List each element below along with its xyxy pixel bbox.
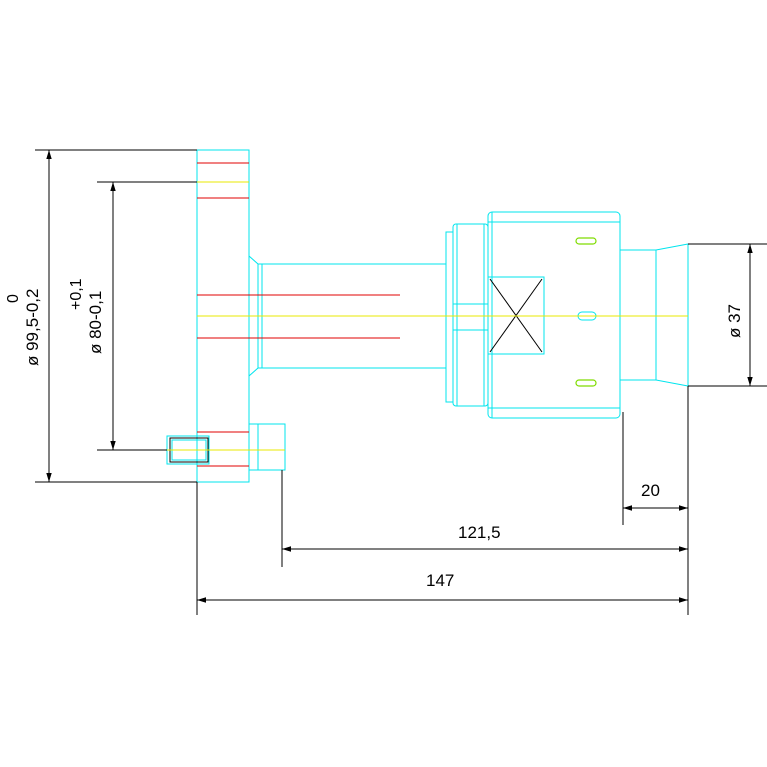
collar-ring [452, 223, 489, 407]
hidden-lines [197, 162, 400, 467]
main-body [487, 211, 621, 419]
collar [445, 231, 454, 403]
dim-d-head: ø 37 [725, 304, 744, 338]
dim-d-outer: ø 99,5-0,2 [23, 289, 42, 367]
dim-d-pitch: ø 80-0,1 [86, 291, 105, 354]
dimension-lines [35, 149, 767, 615]
slot-bottom [575, 379, 597, 387]
dim-len-head: 20 [641, 481, 660, 500]
collar-edge [456, 224, 485, 406]
slot-top [575, 237, 597, 245]
boss [248, 423, 286, 471]
head-cone [655, 243, 689, 387]
head-neck [619, 249, 657, 381]
dim-d-outer-upper: 0 [5, 294, 22, 303]
dim-d-pitch-upper: +0,1 [68, 278, 85, 310]
dim-len-total: 147 [426, 571, 454, 590]
accent-slots [575, 237, 597, 387]
dim-len-mid: 121,5 [458, 523, 501, 542]
center-lines [167, 181, 688, 451]
